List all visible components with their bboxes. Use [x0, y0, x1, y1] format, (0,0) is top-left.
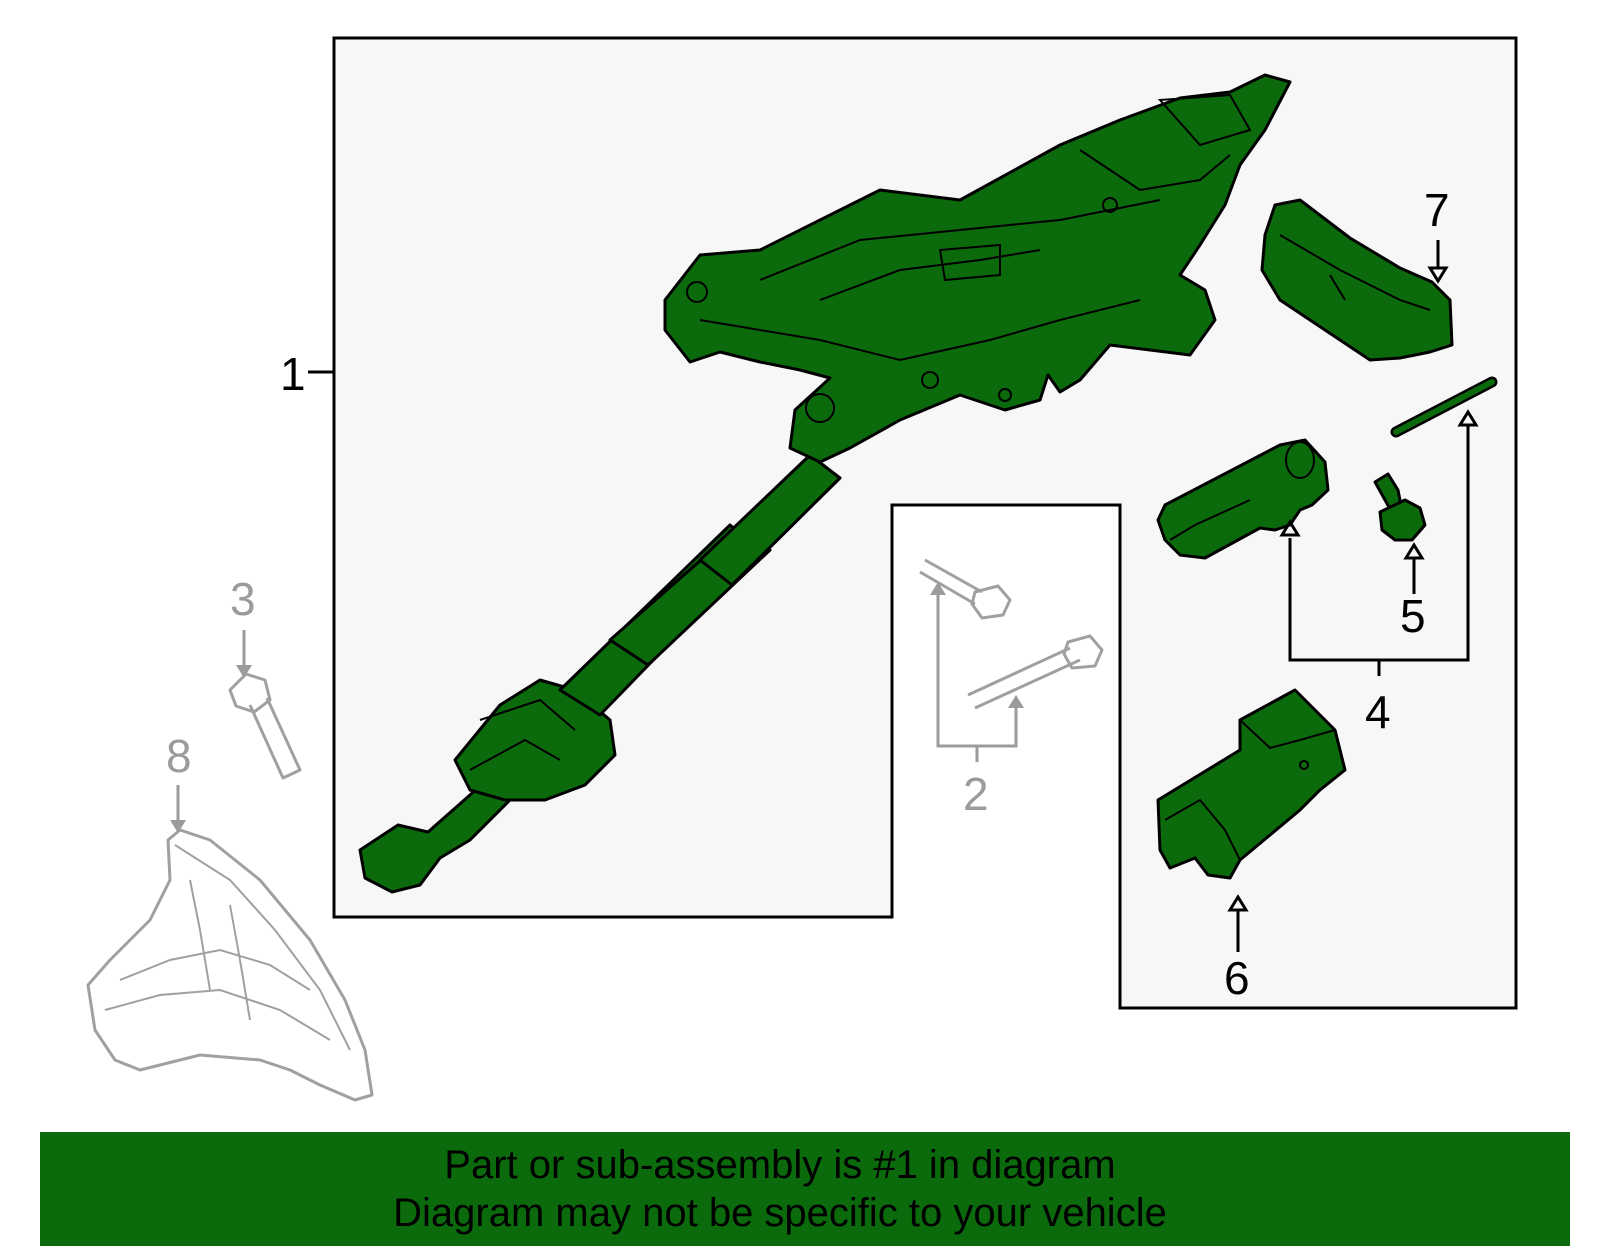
cover-part-7: [1260, 198, 1454, 362]
banner-line-disclaimer: Diagram may not be specific to your vehi…: [393, 1191, 1167, 1235]
info-banner: Part or sub-assembly is #1 in diagram Di…: [40, 1132, 1570, 1246]
leader-2: [936, 595, 1018, 762]
callout-6: 6: [1224, 952, 1250, 1004]
callout-7: 7: [1424, 184, 1450, 236]
callout-2: 2: [963, 768, 989, 820]
callout-4: 4: [1365, 686, 1391, 738]
bolt-part-3: [228, 672, 302, 780]
bolts-part-2: [919, 558, 1104, 710]
motor-part-4: [1156, 438, 1330, 560]
housing-part-8: [86, 828, 374, 1102]
banner-line-part-info: Part or sub-assembly is #1 in diagram: [444, 1143, 1116, 1187]
assembly-outline: [332, 36, 1518, 1010]
callout-8: 8: [166, 730, 192, 782]
bolt-part-5: [1373, 472, 1427, 542]
callout-3: 3: [230, 573, 256, 625]
callout-5: 5: [1400, 590, 1426, 642]
steering-column-part: [358, 73, 1292, 894]
bracket-part-6: [1156, 688, 1347, 880]
leader-4: [1288, 425, 1470, 676]
callout-1: 1: [280, 348, 306, 400]
